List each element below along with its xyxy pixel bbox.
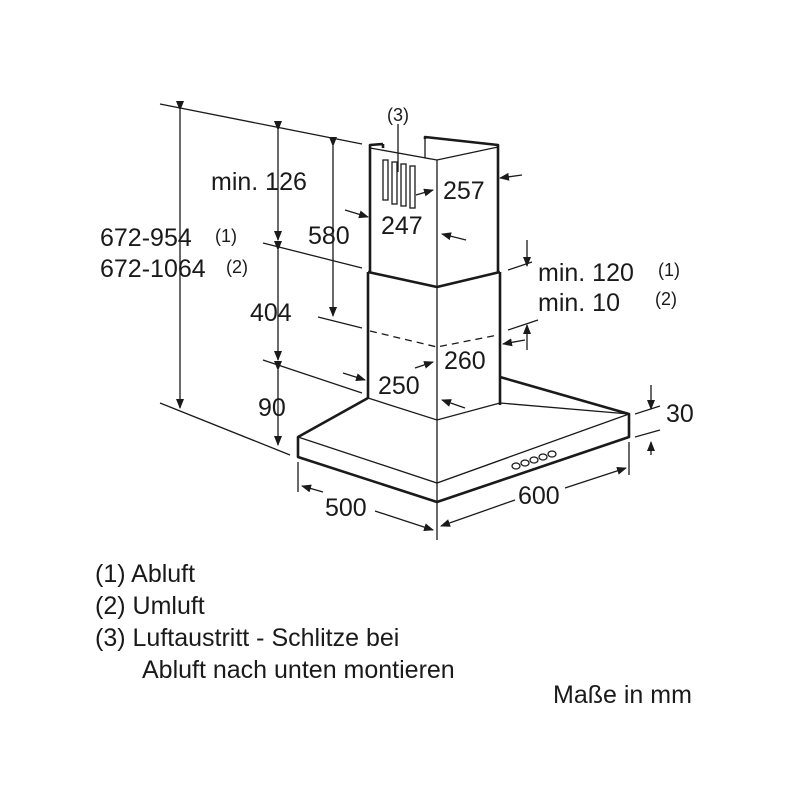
min-10-note: (2) bbox=[655, 289, 677, 309]
dim-500-label: 500 bbox=[325, 494, 367, 522]
legend-item-recirculation: (2) Umluft bbox=[95, 592, 205, 620]
air-slots bbox=[382, 124, 416, 209]
hood-outline bbox=[296, 124, 631, 540]
legend: (1) Abluft (2) Umluft (3) Luftaustritt -… bbox=[95, 558, 455, 686]
dim-260-label: 260 bbox=[444, 347, 486, 375]
dim-257-label: 257 bbox=[443, 177, 485, 205]
dim-404-label: 404 bbox=[250, 299, 292, 327]
units-note: Maße in mm bbox=[553, 681, 692, 709]
min-126-label: min. 126 bbox=[211, 168, 307, 196]
total-height-recirc-label: 672-1064 bbox=[100, 255, 206, 283]
legend-item-air-outlet-cont: Abluft nach unten montieren bbox=[142, 656, 455, 684]
control-buttons bbox=[511, 450, 557, 470]
legend-item-exhaust: (1) Abluft bbox=[95, 560, 196, 588]
min-120-label: min. 120 bbox=[538, 259, 634, 287]
legend-item-air-outlet: (3) Luftaustritt - Schlitze bei bbox=[95, 624, 400, 652]
min-10-label: min. 10 bbox=[538, 289, 620, 317]
total-height-recirc-note: (2) bbox=[226, 257, 248, 277]
slot-ref-label: (3) bbox=[387, 105, 409, 125]
dim-90-label: 90 bbox=[258, 394, 286, 422]
dim-580-label: 580 bbox=[308, 222, 350, 250]
total-height-exhaust-note: (1) bbox=[215, 226, 237, 246]
total-height-exhaust-label: 672-954 bbox=[100, 224, 192, 252]
dim-247-label: 247 bbox=[381, 212, 423, 240]
dim-30-label: 30 bbox=[666, 400, 694, 428]
dimension-lines bbox=[159, 101, 661, 531]
dim-250-label: 250 bbox=[378, 372, 420, 400]
dim-600-label: 600 bbox=[518, 482, 560, 510]
dimension-labels: (3) min. 126 672-954 (1) 672-1064 (2) 58… bbox=[100, 105, 694, 522]
min-120-note: (1) bbox=[658, 260, 680, 280]
